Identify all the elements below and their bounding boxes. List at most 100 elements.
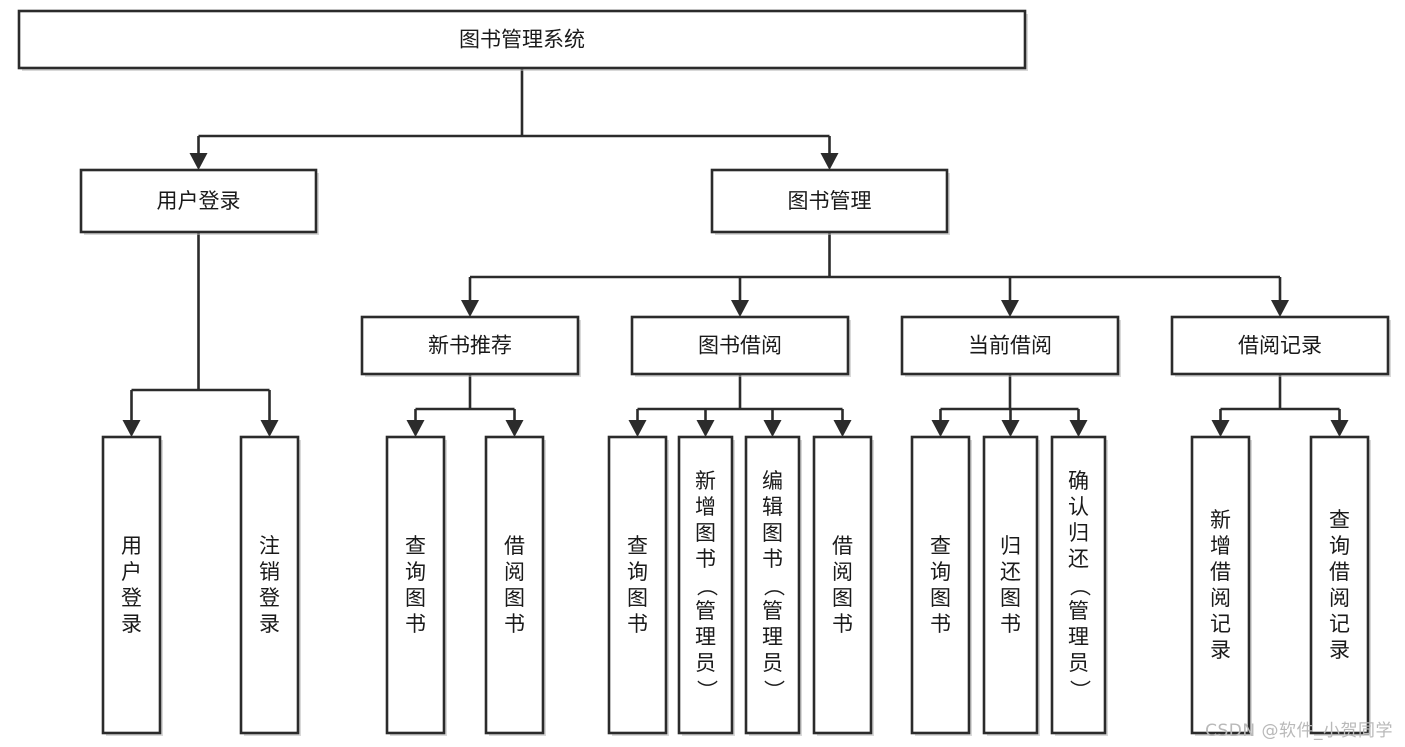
- svg-text:借: 借: [832, 534, 853, 558]
- svg-text:书: 书: [627, 612, 648, 636]
- arrow-head-icon: [731, 300, 749, 317]
- node-leaf-edit-book-admin[interactable]: [744, 435, 801, 735]
- svg-text:书: 书: [504, 612, 525, 636]
- node-leaf-confirm-return-admin[interactable]: [1050, 435, 1107, 735]
- node-leaf-query-book-cur[interactable]: [910, 435, 971, 735]
- svg-text:理: 理: [762, 625, 783, 649]
- arrow-head-icon: [696, 420, 715, 437]
- node-borrow-record[interactable]: [1170, 315, 1390, 376]
- svg-text:书: 书: [1000, 612, 1021, 636]
- svg-text:理: 理: [695, 625, 716, 649]
- node-label: 当前借阅: [968, 334, 1052, 358]
- svg-text:查: 查: [930, 534, 951, 558]
- node-leaf-borrow-book[interactable]: [812, 435, 873, 735]
- node-book-borrow[interactable]: [630, 315, 850, 376]
- node-leaf-user-login[interactable]: [101, 435, 162, 735]
- node-leaf-query-book-rec[interactable]: [385, 435, 446, 735]
- node-leaf-user-logout[interactable]: [239, 435, 300, 735]
- arrow-head-icon: [931, 420, 950, 437]
- svg-text:书: 书: [695, 547, 716, 571]
- node-label: 图书管理: [788, 189, 872, 213]
- svg-text:借: 借: [1210, 560, 1231, 584]
- node-leaf-query-borrow-record[interactable]: [1309, 435, 1370, 735]
- arrow-head-icon: [122, 420, 141, 437]
- node-leaf-return-book[interactable]: [982, 435, 1039, 735]
- arrow-head-icon: [189, 153, 208, 170]
- node-label-vertical: 用户登录: [121, 534, 142, 636]
- arrow-head-icon: [763, 420, 782, 437]
- node-leaf-add-borrow-record[interactable]: [1190, 435, 1251, 735]
- svg-text:新: 新: [1210, 508, 1231, 532]
- svg-text:编: 编: [762, 469, 783, 493]
- svg-text:（: （: [1068, 576, 1092, 597]
- node-label: 用户登录: [157, 189, 241, 213]
- svg-text:销: 销: [259, 560, 280, 584]
- svg-text:图: 图: [504, 586, 525, 610]
- arrow-head-icon: [461, 300, 479, 317]
- svg-text:录: 录: [121, 612, 142, 636]
- node-leaf-query-book-borrow[interactable]: [607, 435, 668, 735]
- svg-text:阅: 阅: [504, 560, 525, 584]
- svg-text:理: 理: [1068, 625, 1089, 649]
- arrow-head-icon: [1271, 300, 1289, 317]
- arrow-head-icon: [1069, 420, 1088, 437]
- node-label: 图书借阅: [698, 334, 782, 358]
- svg-text:阅: 阅: [1329, 586, 1350, 610]
- svg-text:询: 询: [405, 560, 426, 584]
- arrow-head-icon: [820, 153, 839, 170]
- svg-text:借: 借: [1329, 560, 1350, 584]
- arrow-head-icon: [260, 420, 279, 437]
- svg-text:图: 图: [930, 586, 951, 610]
- svg-text:查: 查: [627, 534, 648, 558]
- svg-text:记: 记: [1329, 612, 1350, 636]
- svg-text:新: 新: [695, 469, 716, 493]
- svg-text:管: 管: [695, 599, 716, 623]
- node-user-login[interactable]: [79, 168, 318, 234]
- svg-text:管: 管: [762, 599, 783, 623]
- svg-text:阅: 阅: [832, 560, 853, 584]
- svg-text:确: 确: [1068, 469, 1089, 493]
- svg-text:员: 员: [1068, 651, 1089, 675]
- node-book-management[interactable]: [710, 168, 949, 234]
- svg-text:还: 还: [1000, 560, 1021, 584]
- node-leaf-add-book-admin[interactable]: [677, 435, 734, 735]
- node-current-borrow[interactable]: [900, 315, 1120, 376]
- svg-text:（: （: [695, 576, 719, 597]
- connector-lines-group: [122, 68, 1349, 437]
- svg-text:借: 借: [504, 534, 525, 558]
- svg-text:阅: 阅: [1210, 586, 1231, 610]
- svg-text:图: 图: [405, 586, 426, 610]
- root-node-system-title[interactable]: [17, 9, 1027, 70]
- node-boxes-group: 图书管理系统用户登录图书管理新书推荐图书借阅当前借阅借阅记录用户登录注销登录查询…: [17, 9, 1391, 736]
- svg-text:图: 图: [762, 521, 783, 545]
- arrow-head-icon: [628, 420, 647, 437]
- svg-text:登: 登: [259, 586, 280, 610]
- svg-text:还: 还: [1068, 547, 1089, 571]
- node-new-book-recommend[interactable]: [360, 315, 580, 376]
- node-label: 图书管理系统: [459, 28, 585, 52]
- arrow-head-icon: [1001, 420, 1020, 437]
- svg-text:管: 管: [1068, 599, 1089, 623]
- svg-text:员: 员: [695, 651, 716, 675]
- svg-text:辑: 辑: [762, 495, 783, 519]
- svg-text:认: 认: [1068, 495, 1089, 519]
- svg-text:查: 查: [1329, 508, 1350, 532]
- svg-text:记: 记: [1210, 612, 1231, 636]
- arrow-head-icon: [505, 420, 524, 437]
- node-leaf-borrow-book-rec[interactable]: [484, 435, 545, 735]
- svg-text:归: 归: [1068, 521, 1089, 545]
- svg-text:）: ）: [762, 680, 786, 701]
- svg-text:增: 增: [695, 495, 716, 519]
- svg-text:）: ）: [695, 680, 719, 701]
- svg-text:注: 注: [259, 534, 280, 558]
- svg-text:录: 录: [259, 612, 280, 636]
- svg-text:户: 户: [121, 560, 142, 584]
- svg-text:用: 用: [121, 534, 142, 558]
